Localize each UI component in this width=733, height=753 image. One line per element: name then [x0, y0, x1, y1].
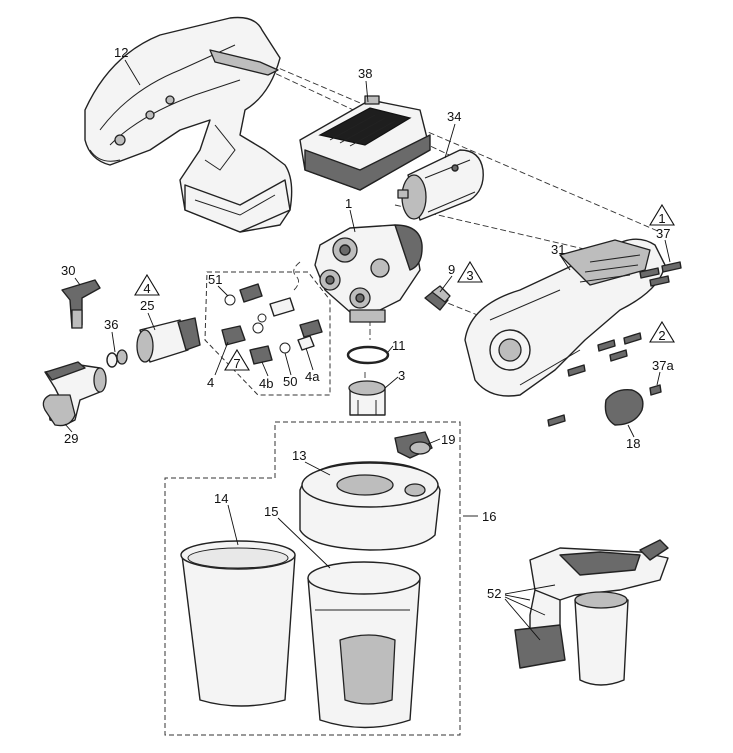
o-ring-11 [346, 345, 390, 365]
pump-body-1 [314, 224, 423, 323]
callout-4: 4 [207, 375, 214, 390]
callout-25: 25 [140, 298, 154, 313]
callout-12: 12 [114, 45, 128, 60]
leader-lines [64, 59, 671, 641]
callout-labels: 12 38 34 1 37 31 30 25 51 9 36 11 37a 4 … [61, 45, 674, 601]
callout-50: 50 [283, 374, 297, 389]
spray-gun-29 [42, 361, 107, 427]
callout-14: 14 [214, 491, 228, 506]
warning-triangle-2: 2 [649, 320, 675, 343]
valve-kit-box [204, 271, 331, 396]
assembled-sprayer-52 [514, 539, 669, 686]
callout-34: 34 [447, 109, 461, 124]
warning-triangle-1: 1 [649, 203, 675, 226]
valve-9 [424, 285, 451, 311]
warning-number: 1 [658, 211, 665, 226]
housing-left-12 [84, 16, 293, 233]
lid-13 [299, 461, 441, 551]
callout-30: 30 [61, 263, 75, 278]
warning-number: 4 [143, 281, 150, 296]
callout-16: 16 [482, 509, 496, 524]
callout-1: 1 [345, 196, 352, 211]
warning-number: 3 [466, 268, 473, 283]
cap-18 [604, 384, 662, 426]
callout-4a: 4a [305, 369, 320, 384]
screws-37 [639, 261, 682, 287]
callout-13: 13 [292, 448, 306, 463]
callout-52: 52 [487, 586, 501, 601]
callout-36: 36 [104, 317, 118, 332]
warning-triangle-7: 7 [224, 348, 250, 371]
callout-51: 51 [208, 272, 222, 287]
warning-triangle-4: 4 [134, 273, 160, 296]
cup-liner-14 [180, 540, 296, 707]
callout-4b: 4b [259, 376, 273, 391]
callout-19: 19 [441, 432, 455, 447]
callout-38: 38 [358, 66, 372, 81]
callout-37a: 37a [652, 358, 674, 373]
vent-cap-19 [394, 431, 433, 459]
callout-18: 18 [626, 436, 640, 451]
callout-11: 11 [392, 338, 406, 353]
housing-right-31 [464, 238, 666, 397]
screws-group-2 [547, 332, 642, 427]
assembly-lines [254, 57, 661, 385]
cup-assembly-box-16 [164, 421, 461, 736]
callout-31: 31 [551, 242, 565, 257]
callout-15: 15 [264, 504, 278, 519]
warning-number: 7 [233, 356, 240, 371]
battery-38 [299, 95, 431, 191]
tip-30 [61, 279, 101, 329]
washer-36 [106, 349, 128, 368]
coupler-3 [348, 380, 386, 416]
motor-34 [397, 149, 484, 221]
callout-29: 29 [64, 431, 78, 446]
callout-9: 9 [448, 262, 455, 277]
filter-housing-25 [136, 317, 201, 363]
callout-37: 37 [656, 226, 670, 241]
warning-number: 2 [658, 328, 665, 343]
cup-holder-15 [307, 561, 421, 729]
callout-3: 3 [398, 368, 405, 383]
warning-triangle-3: 3 [457, 260, 483, 283]
